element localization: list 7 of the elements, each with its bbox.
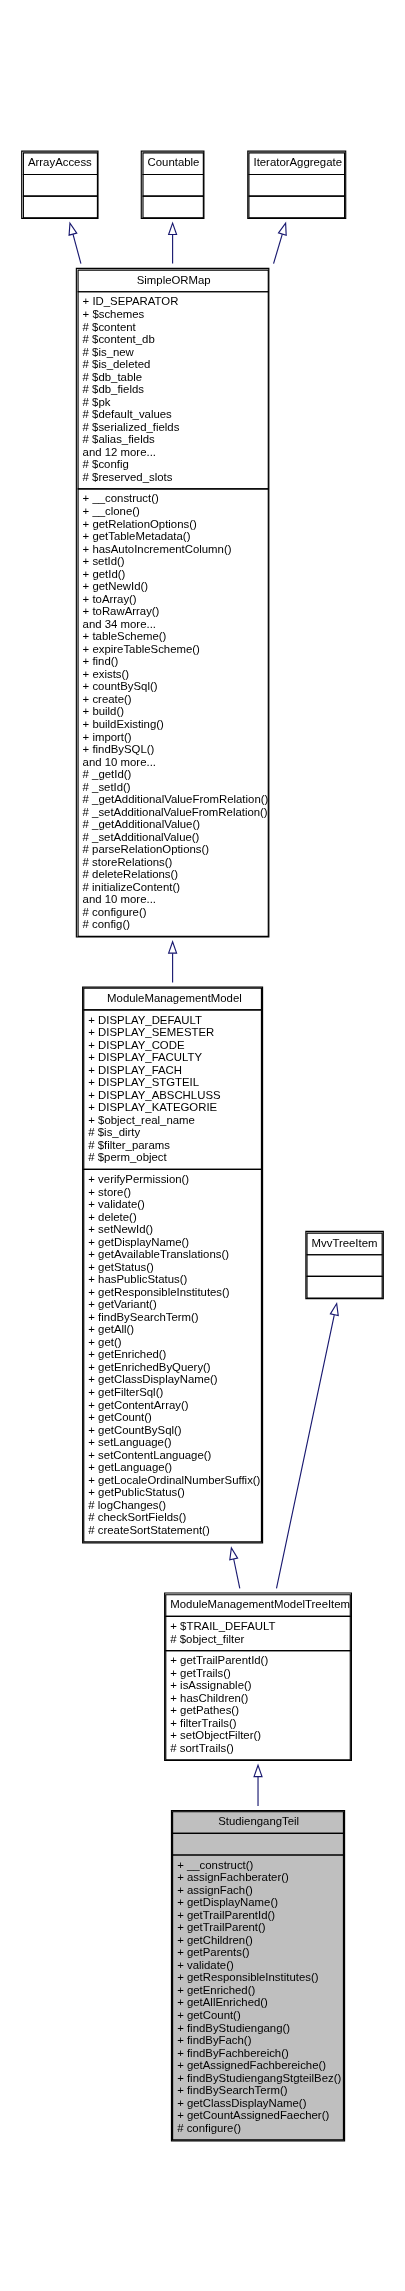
arrow	[273, 220, 287, 264]
arrow	[167, 939, 178, 983]
arrow	[229, 1545, 241, 1589]
arrow	[68, 220, 82, 264]
arrow	[275, 1301, 339, 1589]
arrow	[253, 1763, 263, 1806]
arrow	[167, 220, 178, 264]
